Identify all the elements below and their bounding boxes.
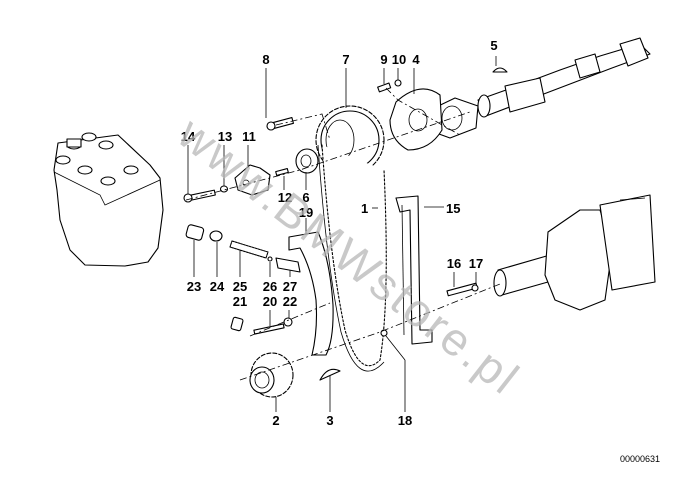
distributor-cap — [53, 132, 164, 267]
clip-22 — [283, 317, 293, 327]
callout-25: 25 — [233, 279, 247, 294]
camshaft — [477, 37, 651, 118]
washer-17 — [471, 284, 479, 292]
callout-6: 6 — [302, 190, 309, 205]
spring-25 — [229, 240, 269, 259]
callout-5: 5 — [490, 38, 497, 53]
callout-10: 10 — [392, 52, 406, 67]
flange-plate-4 — [389, 88, 443, 151]
callout-labels: 8 7 9 10 4 5 14 13 11 12 6 19 1 15 16 17… — [181, 38, 498, 428]
woodruff-key-3 — [319, 368, 341, 381]
bolt-14 — [183, 189, 216, 203]
pin-20 — [253, 323, 285, 335]
washer-10 — [394, 79, 402, 87]
leader-lines — [187, 56, 497, 412]
callout-2: 2 — [272, 413, 279, 428]
piston-27 — [275, 257, 301, 273]
crankshaft — [493, 194, 656, 311]
callout-12: 12 — [278, 190, 292, 205]
dowel-pin-9 — [377, 82, 392, 93]
tensioner-rail-19 — [288, 231, 334, 356]
callout-26: 26 — [263, 279, 277, 294]
seal-ring-24 — [209, 230, 223, 242]
callout-23: 23 — [187, 279, 201, 294]
callout-3: 3 — [326, 413, 333, 428]
callout-19: 19 — [299, 205, 313, 220]
adapter-11 — [234, 164, 271, 196]
reference-number: 00000631 — [620, 454, 660, 464]
callout-27: 27 — [283, 279, 297, 294]
callout-13: 13 — [218, 129, 232, 144]
callout-14: 14 — [181, 129, 196, 144]
bolt-8 — [266, 116, 294, 131]
callout-4: 4 — [412, 52, 420, 67]
bushing-21 — [230, 316, 244, 332]
callout-1: 1 — [361, 201, 368, 216]
callout-17: 17 — [469, 256, 483, 271]
timing-chain-1 — [317, 144, 387, 372]
woodruff-key-5 — [492, 67, 508, 73]
callout-15: 15 — [446, 201, 460, 216]
callout-7: 7 — [342, 52, 349, 67]
callout-18: 18 — [398, 413, 412, 428]
callout-8: 8 — [262, 52, 269, 67]
callout-16: 16 — [447, 256, 461, 271]
callout-22: 22 — [283, 294, 297, 309]
callout-20: 20 — [263, 294, 277, 309]
chain-guide-15 — [395, 195, 433, 345]
nut-6 — [295, 148, 319, 174]
ball-26 — [267, 256, 273, 262]
callout-11: 11 — [242, 129, 256, 144]
callout-21: 21 — [233, 294, 247, 309]
callout-24: 24 — [210, 279, 225, 294]
assembly-axes — [185, 87, 501, 381]
crank-sprocket-2 — [249, 352, 294, 398]
screw-plug-23 — [185, 224, 205, 241]
callout-9: 9 — [380, 52, 387, 67]
pin-12 — [275, 167, 289, 177]
